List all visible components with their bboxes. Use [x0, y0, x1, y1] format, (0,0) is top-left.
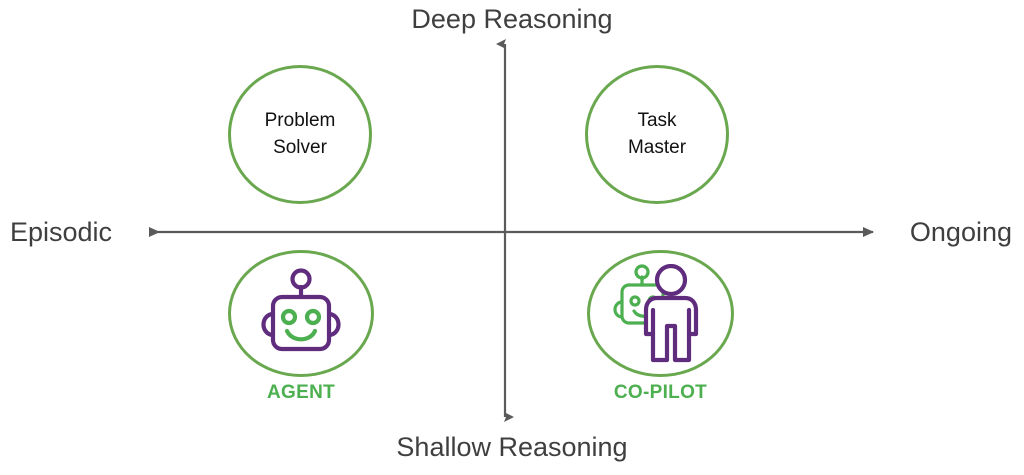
- quadrant-label-problem-solver: Problem Solver: [264, 110, 336, 158]
- axis-label-ongoing: Ongoing: [909, 217, 1012, 247]
- quadrant-bubble-problem-solver[interactable]: Problem Solver: [228, 65, 372, 204]
- quadrant-bubble-agent[interactable]: [228, 250, 374, 377]
- robot-with-person-icon: [612, 263, 698, 362]
- axis-label-shallow-reasoning: Shallow Reasoning: [396, 432, 628, 462]
- axis-label-deep-reasoning: Deep Reasoning: [411, 4, 613, 34]
- caption-agent: AGENT: [267, 382, 335, 403]
- quadrant-bubble-task-master[interactable]: Task Master: [585, 65, 729, 204]
- caption-copilot: CO-PILOT: [613, 382, 708, 403]
- robot-icon: [261, 267, 341, 351]
- quadrant-label-task-master: Task Master: [627, 110, 687, 158]
- quadrant-bubble-copilot[interactable]: [587, 250, 734, 377]
- axis-label-episodic: Episodic: [10, 217, 113, 247]
